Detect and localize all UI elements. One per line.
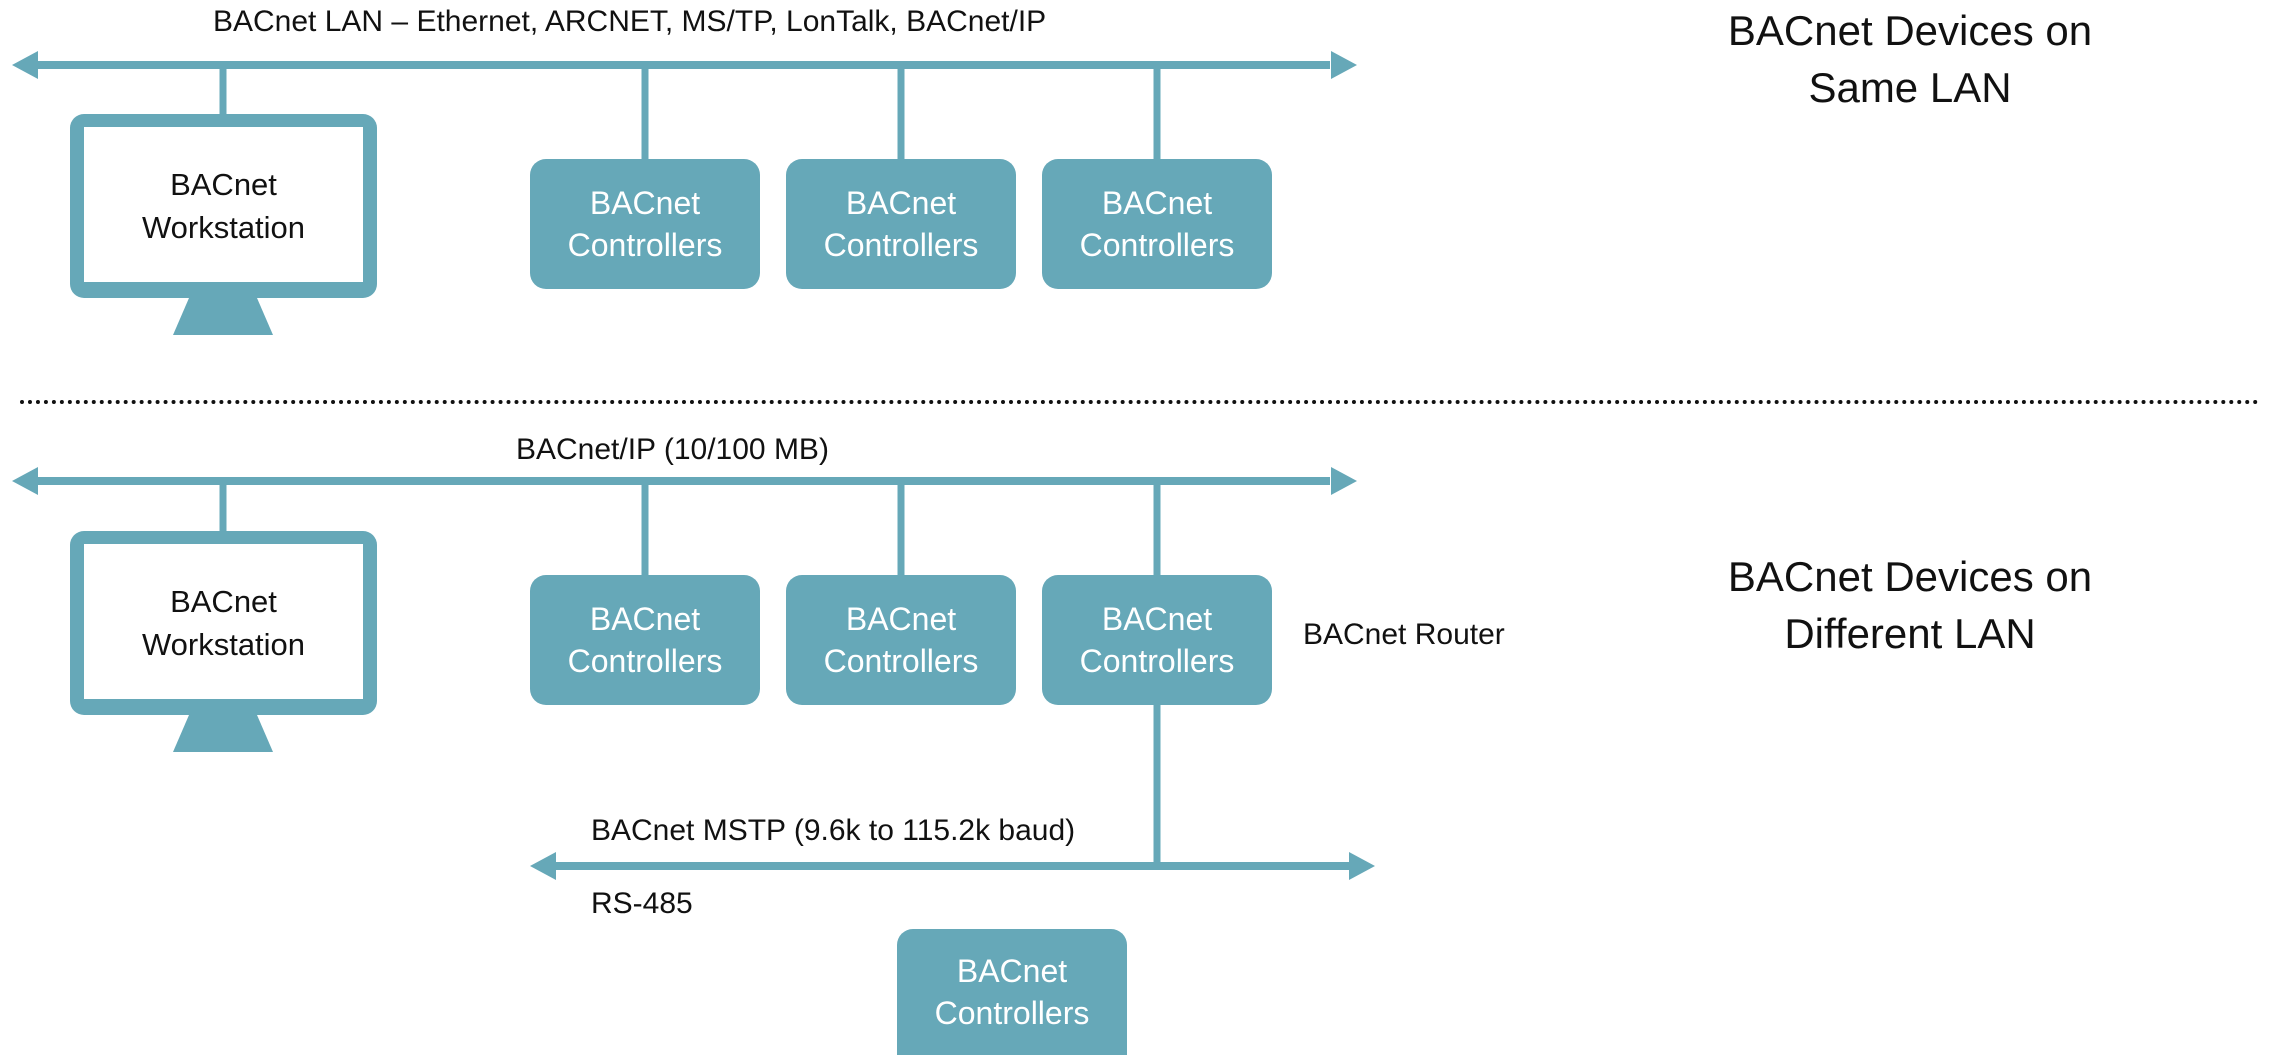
mstp-controller-label: BACnet Controllers [934, 953, 1090, 1031]
top-controller-3: BACnet Controllers [1042, 159, 1272, 289]
mstp-controller: BACnet Controllers [897, 929, 1127, 1055]
bottom-workstation-label: BACnet Workstation [141, 584, 306, 662]
bottom-controller-3-label: BACnet Controllers [1079, 601, 1235, 679]
bottom-workstation-monitor-icon [70, 531, 377, 752]
top-bus-label: BACnet LAN – Ethernet, ARCNET, MS/TP, Lo… [213, 5, 1047, 38]
mstp-bus [530, 705, 1375, 880]
top-lan-bus [12, 51, 1357, 162]
router-label: BACnet Router [1303, 618, 1505, 651]
mstp-bus-label: BACnet MSTP (9.6k to 115.2k baud) [591, 814, 1076, 847]
top-controller-1-label: BACnet Controllers [567, 185, 723, 263]
top-controller-2-label: BACnet Controllers [823, 185, 979, 263]
bottom-controller-2-label: BACnet Controllers [823, 601, 979, 679]
bottom-section-title: BACnet Devices on Different LAN [1727, 553, 2093, 657]
bottom-router-controller: BACnet Controllers [1042, 575, 1272, 705]
top-workstation-monitor-icon [70, 114, 377, 335]
section-divider [20, 400, 2260, 404]
top-section-title: BACnet Devices on Same LAN [1727, 7, 2093, 111]
bottom-ip-bus [12, 467, 1357, 578]
top-workstation-label: BACnet Workstation [141, 167, 306, 245]
rs485-label: RS-485 [591, 887, 693, 920]
top-controller-3-label: BACnet Controllers [1079, 185, 1235, 263]
top-controller-1: BACnet Controllers [530, 159, 760, 289]
bottom-controller-1: BACnet Controllers [530, 575, 760, 705]
top-controller-2: BACnet Controllers [786, 159, 1016, 289]
bottom-bus-label: BACnet/IP (10/100 MB) [516, 433, 829, 466]
bottom-controller-2: BACnet Controllers [786, 575, 1016, 705]
bottom-controller-1-label: BACnet Controllers [567, 601, 723, 679]
